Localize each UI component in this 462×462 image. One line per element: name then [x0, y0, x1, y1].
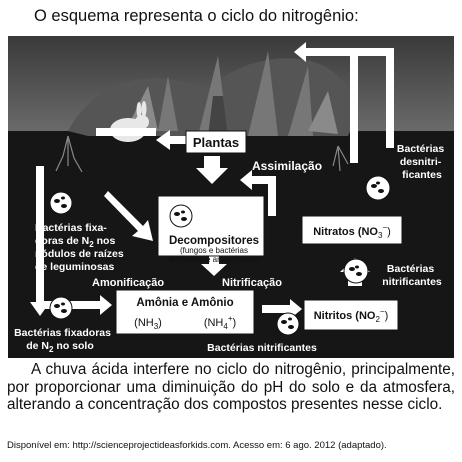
- amonia-title-label: Amônia e Amônio: [136, 297, 233, 309]
- bacterias-fixadoras-nodulos-label: Bactérias fixa- doras de N2 nos nódulos …: [35, 222, 127, 273]
- bacteria-icon: [49, 191, 73, 215]
- question-paragraph: A chuva ácida interfere no ciclo do nitr…: [7, 361, 455, 413]
- assimilacao-label: Assimilação: [252, 159, 322, 173]
- nitratos-label: Nitratos (NO3−): [313, 223, 391, 240]
- bacteria-icons: [49, 175, 391, 336]
- bacterias-desnitrificantes-label: Bactérias desnitri- ficantes: [397, 143, 447, 181]
- svg-text:aeróbicas e anaeróbicas): aeróbicas e anaeróbicas): [169, 255, 259, 264]
- decompositores-sub-label: (fungos e bactérias: [180, 246, 248, 255]
- roots-illustration: [55, 135, 349, 173]
- bacterias-nitrificantes-right-label: Bactérias nitrificantes: [382, 263, 442, 288]
- bacteria-icon: [365, 175, 391, 201]
- nh4-label: (NH4+): [204, 314, 236, 331]
- plantas-label: Plantas: [193, 135, 239, 150]
- nitratos-box: [301, 215, 403, 245]
- nitrogen-cycle-diagram: Plantas Assimilação Bactérias desnitri- …: [8, 36, 454, 358]
- bacterias-nitrificantes-bottom-label: Bactérias nitrificantes: [207, 342, 317, 354]
- source-citation: Disponível em: http://scienceprojectidea…: [7, 440, 387, 451]
- amonificacao-label: Amonificação: [92, 277, 164, 289]
- plantas-box: [185, 130, 247, 154]
- bacteria-icon: [49, 296, 73, 320]
- intro-text: O esquema representa o ciclo do nitrogên…: [34, 7, 359, 25]
- nitritos-box: [303, 299, 399, 331]
- bacterias-fixadoras-solo-label: Bactérias fixadoras de N2 no solo: [14, 327, 114, 354]
- nitrificacao-label: Nitrificação: [222, 277, 282, 289]
- nh3-label: (NH3): [134, 317, 162, 331]
- bacteria-icon: [276, 312, 300, 336]
- amonia-box: [115, 289, 255, 335]
- nitritos-label: Nitritos (NO2−): [314, 307, 389, 324]
- decompositores-label: Decompositores: [169, 235, 259, 247]
- bacteria-icon: [169, 204, 193, 228]
- bacteria-icon: [343, 258, 369, 284]
